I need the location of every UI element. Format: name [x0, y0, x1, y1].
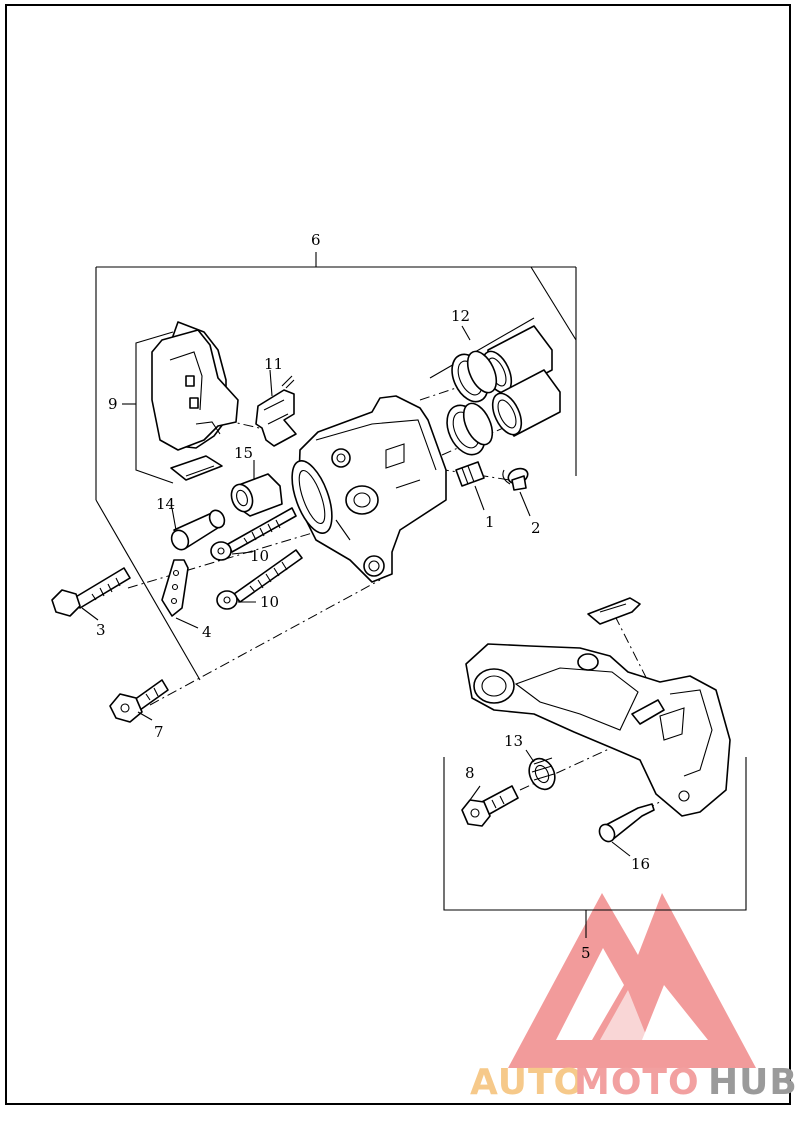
- watermark-hub: HUB: [708, 1062, 798, 1103]
- pistons-and-seals: [446, 325, 561, 456]
- bleeder-cap: [502, 467, 529, 491]
- leader-lines: [81, 369, 631, 857]
- pin-boot: [230, 473, 283, 517]
- callout-10b: 10: [260, 593, 279, 611]
- pad-retainer-clip: [255, 375, 297, 447]
- callout-14: 14: [156, 495, 175, 513]
- mounting-bolt-3: [51, 567, 131, 617]
- seal-upper: [451, 350, 498, 403]
- caliper-mounting-bracket: [465, 643, 731, 817]
- callout-8: 8: [465, 764, 475, 782]
- bracket-spring-clip: [631, 699, 665, 725]
- callout-3: 3: [96, 621, 106, 639]
- watermark-wordmark: AUTO MOTO HUB: [470, 1062, 798, 1103]
- callout-13: 13: [504, 732, 523, 750]
- bracket-5: [443, 757, 747, 911]
- bracket-pin: [598, 803, 655, 843]
- retaining-clip: [587, 597, 641, 625]
- callout-6: 6: [311, 231, 321, 249]
- callout-2: 2: [531, 519, 541, 537]
- callout-7: 7: [154, 723, 164, 741]
- callout-10a: 10: [250, 547, 269, 565]
- caliper-body: [291, 395, 447, 583]
- caliper-screw-upper: [210, 507, 297, 561]
- bracket-pin-bolt: [461, 785, 519, 827]
- callout-16: 16: [631, 855, 650, 873]
- bracket-pin-boot: [528, 757, 556, 791]
- callout-numbers: 1 2 3 4 5 6 7 8 9 10 10 11 12 13 14 15 1…: [96, 231, 650, 962]
- bracket-9: [135, 331, 174, 484]
- mounting-bolt-7: [109, 679, 169, 723]
- watermark-auto: AUTO: [470, 1062, 585, 1103]
- callout-5: 5: [581, 944, 591, 962]
- callout-4: 4: [202, 623, 212, 641]
- callout-15: 15: [234, 444, 253, 462]
- slide-bushing: [170, 509, 226, 551]
- piston-lower: [491, 369, 561, 437]
- watermark-logo: [508, 893, 756, 1068]
- callout-11: 11: [264, 355, 283, 373]
- bleeder-valve: [455, 461, 485, 487]
- caliper-screw-lower: [216, 549, 303, 610]
- seal-lower: [446, 402, 494, 456]
- callout-9: 9: [108, 395, 118, 413]
- callout-1: 1: [485, 513, 495, 531]
- callout-12: 12: [451, 307, 470, 325]
- bracket-12: [429, 317, 535, 379]
- watermark-moto: MOTO: [574, 1062, 700, 1103]
- link-plate: [161, 559, 189, 617]
- diagram-frame: [5, 4, 791, 1105]
- brake-pad-set: [151, 321, 239, 481]
